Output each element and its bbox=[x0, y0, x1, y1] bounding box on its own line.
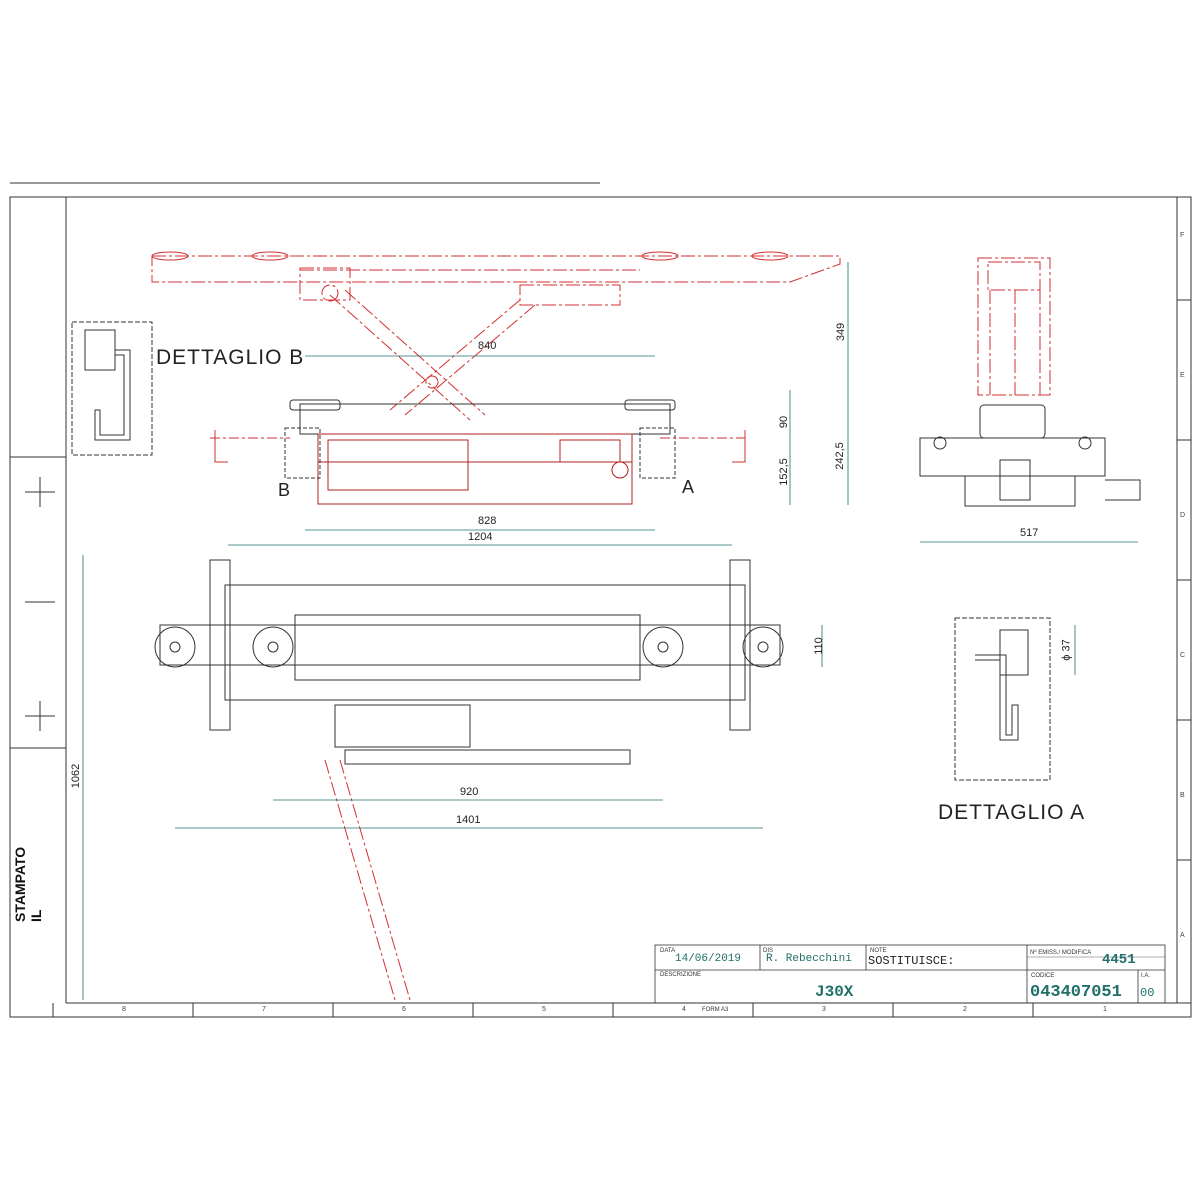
jack-body bbox=[210, 399, 746, 505]
emiss-value: 4451 bbox=[1102, 952, 1136, 968]
designer-value: R. Rebecchini bbox=[766, 953, 852, 965]
data-label: DATA bbox=[660, 948, 676, 954]
codice-label: CODICE bbox=[1031, 973, 1055, 979]
title-block bbox=[654, 944, 1166, 1004]
dim-1062: 1062 bbox=[70, 763, 83, 789]
marker-b: B bbox=[278, 480, 292, 500]
raised-lift-outline bbox=[151, 255, 1051, 421]
detail-b-label: DETTAGLIO B bbox=[156, 346, 305, 369]
dim-1204: 1204 bbox=[468, 531, 493, 543]
dis-label: DIS bbox=[763, 948, 774, 954]
form-label: FORM A3 bbox=[702, 1007, 729, 1013]
dim-152-5: 152,5 bbox=[777, 458, 790, 486]
dim-242-5: 242,5 bbox=[833, 442, 846, 470]
stamp-label: STAMPATO IL bbox=[12, 846, 44, 922]
note-value: SOSTITUISCE: bbox=[868, 954, 955, 968]
col-7: 7 bbox=[262, 1006, 266, 1013]
row-f: F bbox=[1180, 232, 1185, 239]
dim-1401: 1401 bbox=[456, 814, 481, 826]
dim-90: 90 bbox=[778, 415, 791, 429]
detail-b-view bbox=[71, 321, 153, 456]
col-2: 2 bbox=[963, 1006, 967, 1013]
dim-110: 110 bbox=[812, 637, 825, 655]
ia-value: 00 bbox=[1140, 986, 1155, 1000]
desc-value: J30X bbox=[815, 983, 854, 1001]
detail-a-view bbox=[954, 617, 1051, 781]
col-1: 1 bbox=[1103, 1006, 1107, 1013]
plan-view bbox=[154, 559, 784, 765]
desc-label: DESCRIZIONE bbox=[660, 972, 702, 978]
col-8: 8 bbox=[122, 1006, 126, 1013]
col-4: 4 bbox=[682, 1006, 686, 1013]
emiss-label: Nº EMISS./ MODIFICA bbox=[1030, 950, 1092, 956]
side-view bbox=[919, 404, 1141, 507]
col-3: 3 bbox=[822, 1006, 826, 1013]
note-label: NOTE bbox=[870, 948, 887, 954]
marker-a: A bbox=[682, 477, 696, 497]
detail-a-part bbox=[975, 629, 1029, 741]
row-e: E bbox=[1180, 372, 1185, 379]
row-d: D bbox=[1180, 512, 1186, 519]
col-6: 6 bbox=[402, 1006, 406, 1013]
detail-b-part bbox=[84, 329, 131, 441]
col-5: 5 bbox=[542, 1006, 546, 1013]
detail-a-label: DETTAGLIO A bbox=[938, 801, 1086, 824]
pads-red bbox=[151, 251, 789, 261]
row-c: C bbox=[1180, 652, 1186, 659]
handle-outline bbox=[324, 759, 411, 1001]
dim-828: 828 bbox=[478, 515, 497, 527]
sheet-frame bbox=[9, 182, 1192, 1018]
dim-840: 840 bbox=[478, 340, 497, 352]
dim-349: 349 bbox=[835, 322, 848, 342]
dim-phi-37: ϕ 37 bbox=[1060, 639, 1073, 661]
dim-920: 920 bbox=[460, 786, 479, 798]
date-value: 14/06/2019 bbox=[675, 953, 742, 965]
row-a: A bbox=[1180, 932, 1185, 939]
ia-label: I.A. bbox=[1141, 973, 1151, 979]
dimension-lines bbox=[82, 262, 1138, 1000]
codice-value: 043407051 bbox=[1030, 983, 1122, 1002]
row-b: B bbox=[1180, 792, 1185, 799]
dim-517: 517 bbox=[1020, 527, 1039, 539]
